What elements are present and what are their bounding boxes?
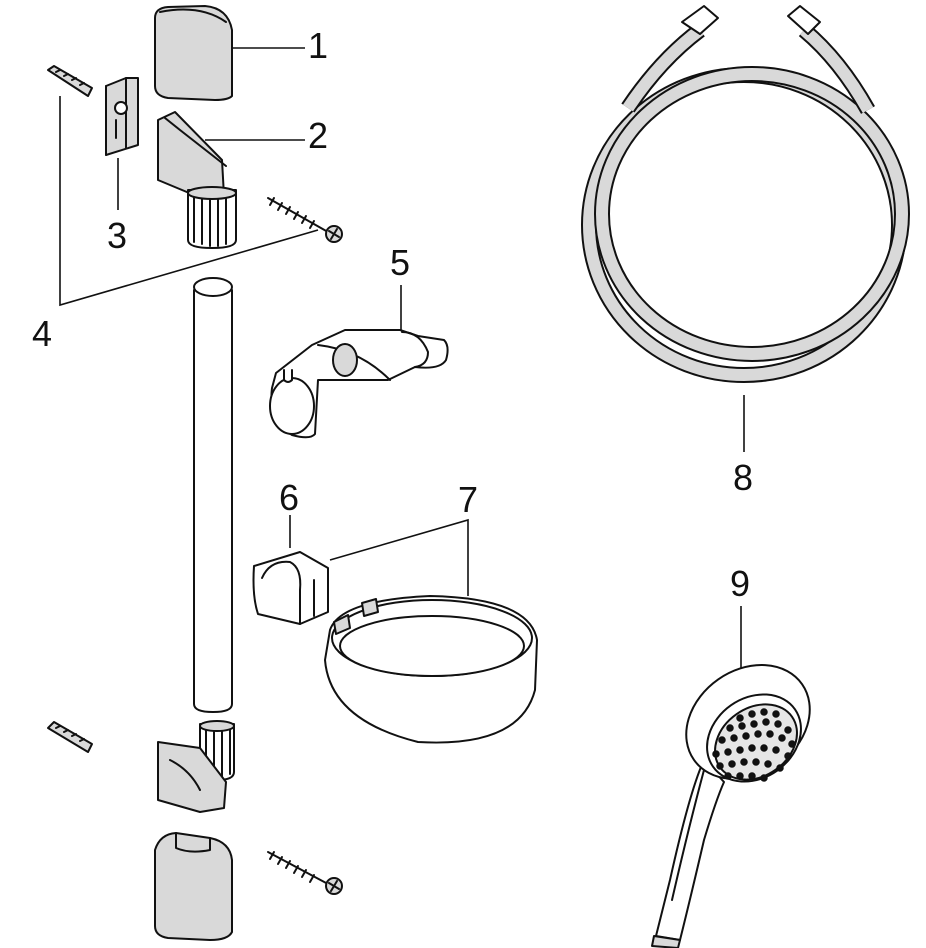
part-4-screw-bottom	[267, 851, 343, 895]
part-7-ring	[324, 595, 538, 744]
spray-nozzles	[712, 708, 796, 782]
part-5-slider	[269, 329, 449, 439]
callout-6: 6	[279, 477, 299, 518]
part-2-wall-bracket	[157, 111, 237, 249]
leader-4	[59, 96, 319, 307]
callout-8: 8	[733, 457, 753, 498]
callout-3: 3	[107, 215, 127, 256]
slide-rail-bar	[193, 277, 233, 713]
callout-4: 4	[32, 313, 52, 354]
part-3-mounting-plate	[105, 77, 139, 156]
part-4-screw-top	[267, 197, 343, 243]
part-1-bottom-cover	[154, 832, 233, 941]
part-6-clip	[252, 551, 329, 625]
part-2-bottom-bracket	[157, 720, 235, 813]
part-8-hose	[581, 5, 910, 383]
callout-5: 5	[390, 242, 410, 283]
callout-2: 2	[308, 115, 328, 156]
part-1-cover-cap	[154, 5, 233, 101]
callout-7: 7	[458, 479, 478, 520]
callout-9: 9	[730, 563, 750, 604]
part-9-hand-shower	[651, 664, 811, 948]
part-4-wall-plug-bottom	[47, 721, 93, 753]
leader-7	[329, 518, 469, 596]
callout-1: 1	[308, 25, 328, 66]
part-4-wall-plug-top	[47, 65, 93, 97]
